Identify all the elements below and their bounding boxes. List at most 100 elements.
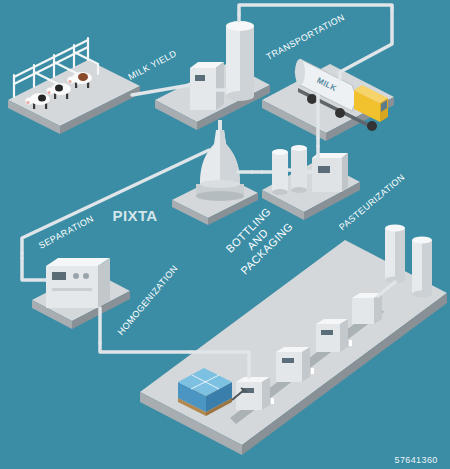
bottling-line-part: [412, 291, 432, 298]
milking-station-part: [195, 75, 205, 81]
pipe-part: [22, 150, 209, 253]
cow: [25, 93, 50, 109]
truck-station-part: [367, 121, 377, 131]
cow-barn-part: [26, 101, 29, 104]
homogenizer-part: [52, 272, 66, 280]
separator-part: [220, 130, 240, 184]
homogenizer-part: [83, 273, 89, 279]
pipe-part: [262, 170, 272, 174]
bottling-line-part: [385, 225, 405, 232]
barn-fence: [14, 38, 98, 97]
pipe-part: [307, 170, 312, 174]
bottling-line-part: [395, 228, 405, 280]
bottling-line-part: [302, 347, 310, 382]
cow-barn-part: [67, 76, 74, 83]
pipe-part: [316, 146, 320, 158]
bottling-line-part: [191, 375, 219, 389]
process-stage: SEPARATION: [18, 118, 252, 253]
bottling-line-part: [241, 388, 247, 392]
bottling-line-part: [282, 358, 294, 363]
truck-station-part: [335, 108, 345, 118]
truck-station-part: [354, 85, 388, 103]
pipe-part: [378, 282, 395, 296]
cow-barn-part: [74, 52, 98, 64]
milking-station-part: [226, 91, 254, 101]
cow: [46, 83, 71, 99]
bottling-line-part: [412, 237, 432, 244]
pipe-connector: [100, 343, 190, 352]
pasteurizer-part: [291, 187, 307, 193]
bottling-line-part: [232, 390, 244, 400]
pipe-part: [340, 8, 392, 79]
bottling-line-part: [352, 298, 374, 324]
homogenizer-part: [46, 266, 98, 308]
cow-barn-part: [55, 85, 63, 92]
pipe-part: [216, 88, 226, 92]
milking-station-part: [190, 68, 216, 110]
cow-barn-part: [13, 75, 15, 97]
process-stage: TRANSPORTATION: [262, 8, 396, 138]
cow-barn-part: [60, 86, 140, 134]
pasteurizer-part: [272, 149, 288, 155]
watermark: 57641360: [395, 455, 438, 466]
cow-barn-part: [97, 64, 99, 74]
bottling-line-part: [271, 398, 274, 404]
bottling-line-part: [192, 375, 219, 389]
milking-station-part: [240, 26, 254, 96]
bottling-line-part: [311, 368, 314, 374]
pasteurizer-part: [312, 158, 342, 192]
separator: [172, 120, 258, 225]
stage-label: TRANSPORTATION: [264, 12, 346, 62]
bottling-line-part: [236, 382, 262, 410]
pipe-part: [190, 352, 249, 377]
separator-part: [200, 130, 240, 184]
bottling-line-part: [242, 293, 447, 455]
process-stage: BOTTLING AND PACKAGING: [190, 195, 447, 447]
pipe-part: [98, 308, 102, 343]
pipe-part: [22, 258, 46, 280]
cow-barn-part: [25, 97, 32, 104]
homogenizer-part: [73, 273, 79, 279]
cow-barn-part: [68, 80, 71, 83]
cow-barn-part: [72, 72, 92, 84]
bottling-line-part: [422, 240, 432, 294]
separator-part: [200, 180, 240, 188]
cow-barn-part: [8, 100, 60, 134]
separator-part: [196, 191, 244, 201]
milking-station-part: [216, 62, 224, 110]
cow-barn-part: [14, 40, 88, 77]
bottling-line-part: [276, 352, 302, 382]
cow-barn-part: [78, 73, 88, 81]
homogenizer-part: [52, 288, 92, 291]
cow-barn-part: [34, 72, 58, 84]
pipe: [22, 8, 395, 377]
cow-barn-part: [30, 93, 50, 105]
bottling-line-part: [385, 228, 405, 280]
pasteurizer-part: [318, 166, 330, 173]
pipe-part: [132, 85, 190, 95]
pasteurizer-part: [291, 148, 307, 190]
milking-station-part: [226, 21, 254, 31]
stage-label: HOMOGENIZATION: [116, 263, 181, 337]
homogenizer-part: [98, 258, 110, 308]
pipe-part: [316, 94, 320, 138]
milking-station-part: [226, 26, 254, 96]
pasteurizer-part: [272, 189, 288, 195]
truck-station-part: [295, 59, 305, 85]
separator-part: [218, 120, 222, 130]
bottling-line: [140, 225, 447, 456]
bottling-line-part: [242, 388, 254, 393]
cow: [67, 72, 92, 88]
cow-barn-part: [54, 62, 78, 74]
bottling-line-part: [349, 340, 352, 346]
pipe-part: [238, 170, 252, 174]
pipe-connector: [239, 5, 392, 14]
pipe-part: [237, 14, 241, 21]
bottling-line-part: [340, 319, 348, 352]
cow-barn-part: [47, 91, 50, 94]
bottling-line-part: [316, 324, 340, 352]
truck-station: [262, 59, 394, 141]
separator-part: [172, 200, 208, 225]
pipe-part: [288, 168, 291, 172]
cow-barn-part: [51, 83, 71, 95]
